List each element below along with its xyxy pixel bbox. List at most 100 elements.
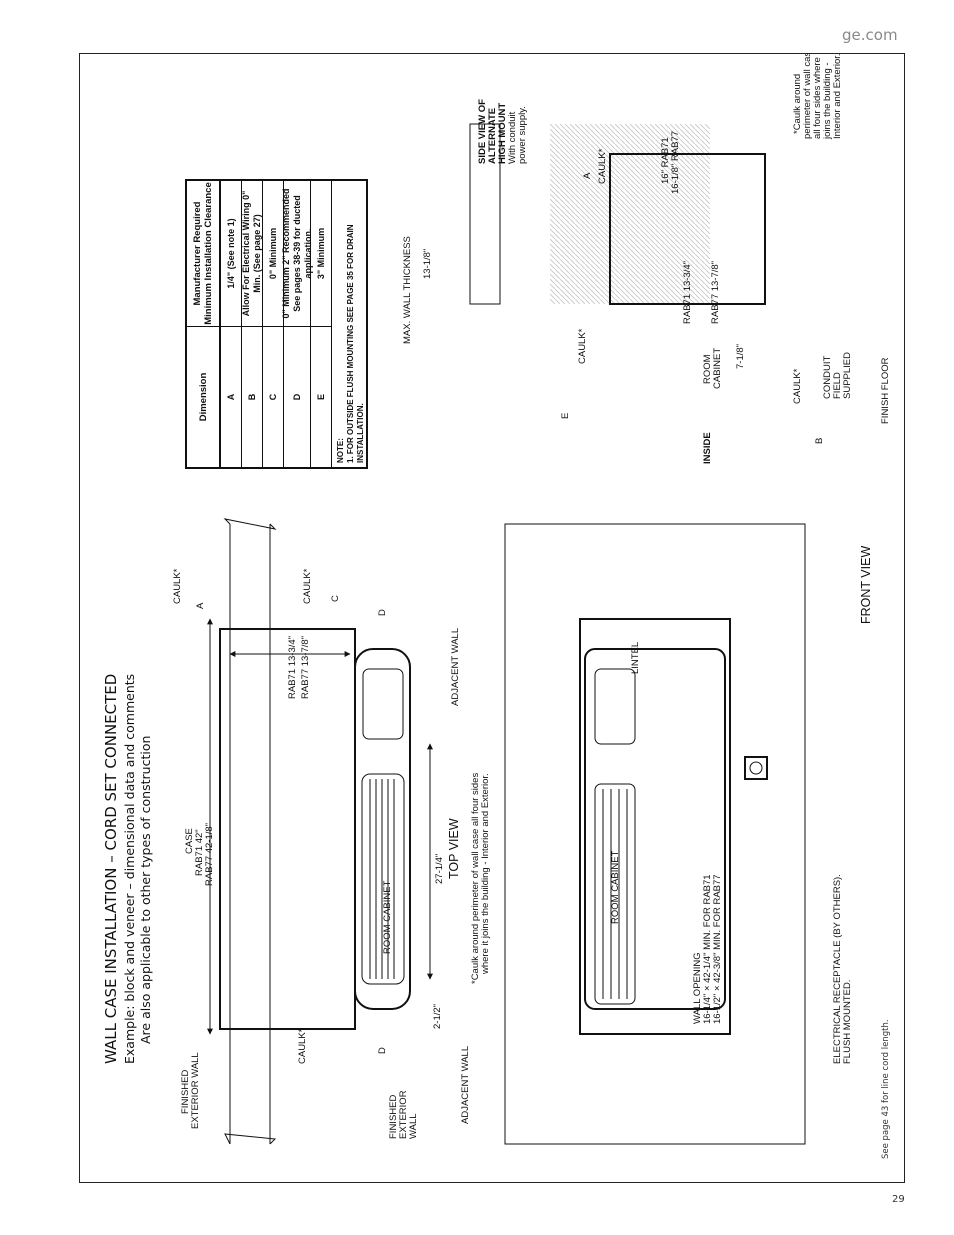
side-caulk-note-2: perimeter of wall case: [802, 54, 813, 139]
h-rab77: 16-1/8" RAB77: [670, 131, 681, 194]
table-row: A 1/4" (See note 1): [221, 181, 242, 467]
depth-rab71: RAB71 13-3/4": [287, 636, 298, 699]
case-rab77: RAB77 42-1/8": [204, 823, 215, 886]
width-label: 27-1/4": [434, 854, 445, 884]
table-header-clearance-1: Manufacturer Required: [192, 201, 203, 306]
side-view: INSIDE MAX. WALL THICKNESS 13-1/8" SIDE …: [402, 54, 891, 464]
room-cabinet-label-top: ROOM CABINET: [382, 880, 393, 954]
top-view: ROOM CABINET CASE RAB71 42" RAB77 42-1/8…: [172, 518, 491, 1145]
side-caulk-note-4: joins the building -: [822, 62, 833, 140]
inside-label: INSIDE: [702, 432, 713, 464]
diagram-frame: WALL CASE INSTALLATION – CORD SET CONNEC…: [79, 53, 905, 1183]
wall-opening-2: 16-1/4" × 42-1/4" MIN. FOR RAB71: [702, 874, 713, 1024]
page-number: 29: [892, 1194, 905, 1205]
fin-ext-wall-4: EXTERIOR: [398, 1090, 409, 1139]
conduit-2: FIELD: [832, 372, 843, 399]
fin-ext-wall-5: WALL: [408, 1113, 419, 1139]
row-value-line1: 0" Minimum 2" Recommended: [280, 188, 291, 319]
wall-opening-1: WALL OPENING: [692, 952, 703, 1024]
fin-ext-wall-3: FINISHED: [388, 1095, 399, 1139]
lintel-label: LINTEL: [630, 642, 641, 674]
fin-ext-wall-1: FINISHED: [180, 1070, 191, 1114]
installation-drawing: WALL CASE INSTALLATION – CORD SET CONNEC…: [102, 54, 891, 1159]
seven-eighths: 7-1/8": [735, 344, 746, 369]
table-row: B Allow For Electrical Wiring 0" Min. (Se…: [241, 181, 263, 467]
row-value: 1/4" (See note 1): [225, 218, 236, 289]
page-title: WALL CASE INSTALLATION – CORD SET CONNEC…: [102, 674, 120, 1064]
fin-ext-wall-2: EXTERIOR WALL: [190, 1052, 201, 1129]
dim-d-top-right: D: [377, 609, 388, 616]
room-cabinet-label-front: ROOM CABINET: [610, 850, 621, 924]
dim-a-top: A: [195, 602, 206, 609]
table-note-label: NOTE:: [336, 438, 345, 463]
front-grille: [602, 789, 628, 999]
conduit-3: SUPPLIED: [842, 352, 853, 399]
row-value: 3" Minimum: [315, 227, 326, 280]
d-rab77: RAB77 13-7/8": [710, 261, 721, 324]
subtitle-line2: Are also applicable to other types of co…: [138, 736, 153, 1044]
row-dim: D: [284, 326, 310, 467]
side-title-1: SIDE VIEW OF: [477, 99, 488, 164]
site-url: ge.com: [842, 26, 898, 44]
row-dim: A: [221, 326, 241, 467]
subtitle-line1: Example: block and veneer – dimensional …: [122, 674, 137, 1064]
h-rab71: 16" RAB71: [660, 137, 671, 184]
wall-opening: [579, 618, 731, 1035]
table-note: NOTE: 1. FOR OUTSIDE FLUSH MOUNTING SEE …: [332, 181, 370, 467]
adjacent-wall-left: ADJACENT WALL: [460, 1046, 471, 1124]
row-dim: C: [263, 326, 283, 467]
offset-label: 2-1/2": [432, 1004, 443, 1029]
receptacle-2: FLUSH MOUNTED.: [842, 980, 853, 1064]
max-wall-label: MAX. WALL THICKNESS: [402, 236, 413, 344]
depth-rab77: RAB77 13-7/8": [300, 636, 311, 699]
dim-d-top-left: D: [377, 1047, 388, 1054]
row-value: Allow For Electrical Wiring 0" Min. (See…: [241, 190, 262, 317]
wall-opening-3: 16-1/2" × 42-3/8" MIN. FOR RAB77: [712, 874, 723, 1024]
front-view-label: FRONT VIEW: [859, 546, 873, 624]
table-header-clearance: Manufacturer Required Minimum Installati…: [187, 181, 219, 326]
side-title-3: HIGH MOUNT: [497, 103, 508, 164]
side-caulk-note-3: all four sides where it: [812, 54, 823, 139]
cord-note: See page 43 for line cord length.: [881, 1019, 891, 1159]
side-wall-case: [609, 153, 766, 305]
front-view: ROOM CABINET LINTEL FRONT VIEW WALL OPEN…: [504, 523, 891, 1159]
room-cabinet-side-1: ROOM: [702, 354, 713, 384]
caulk-side-2: CAULK*: [597, 148, 608, 184]
side-title-4: With conduit: [507, 111, 518, 164]
side-title-2: ALTERNATE: [487, 108, 498, 164]
room-cabinet-side-2: CABINET: [712, 348, 723, 389]
row-dim: E: [311, 326, 331, 467]
room-cabinet-front: [584, 648, 726, 1010]
table-header-clearance-2: Minimum Installation Clearance: [203, 182, 214, 325]
finish-floor: FINISH FLOOR: [880, 357, 891, 424]
room-cabinet-top: [354, 648, 411, 1010]
table-header-dimension: Dimension: [187, 326, 219, 467]
dim-c-top: C: [330, 595, 341, 602]
side-caulk-note-5: Interior and Exterior.: [832, 54, 843, 139]
caulk-side-1: CAULK*: [577, 328, 588, 364]
receptacle-1: ELECTRICAL RECEPTACLE (BY OTHERS).: [832, 874, 843, 1064]
side-caulk-note-1: *Caulk around: [792, 74, 803, 134]
top-view-label: TOP VIEW: [447, 818, 461, 879]
caulk-top-left: CAULK*: [297, 1028, 308, 1064]
d-rab71: RAB71 13-3/4": [682, 261, 693, 324]
caulk-top-right2: CAULK*: [302, 568, 313, 604]
case-rab71: RAB71 42": [194, 829, 205, 876]
caulk-top-right: CAULK*: [172, 568, 183, 604]
clearance-table: Dimension Manufacturer Required Minimum …: [185, 179, 368, 469]
max-wall-value: 13-1/8": [422, 249, 433, 279]
dim-a-side: A: [582, 172, 593, 179]
caulk-note-2: where it joins the building - Interior a…: [480, 773, 491, 975]
case-label: CASE: [184, 828, 195, 854]
caulk-note-1: *Caulk around perimeter of wall case all…: [470, 773, 481, 984]
electrical-receptacle: [744, 756, 768, 780]
conduit-1: CONDUIT: [822, 356, 833, 399]
table-note-text: 1. FOR OUTSIDE FLUSH MOUNTING SEE PAGE 3…: [346, 224, 365, 463]
rotated-diagram: WALL CASE INSTALLATION – CORD SET CONNEC…: [80, 54, 906, 1184]
row-dim: B: [242, 326, 262, 467]
grille-lines: [369, 779, 395, 979]
side-title-5: power supply.: [517, 106, 528, 164]
caulk-side-3: CAULK*: [792, 368, 803, 404]
